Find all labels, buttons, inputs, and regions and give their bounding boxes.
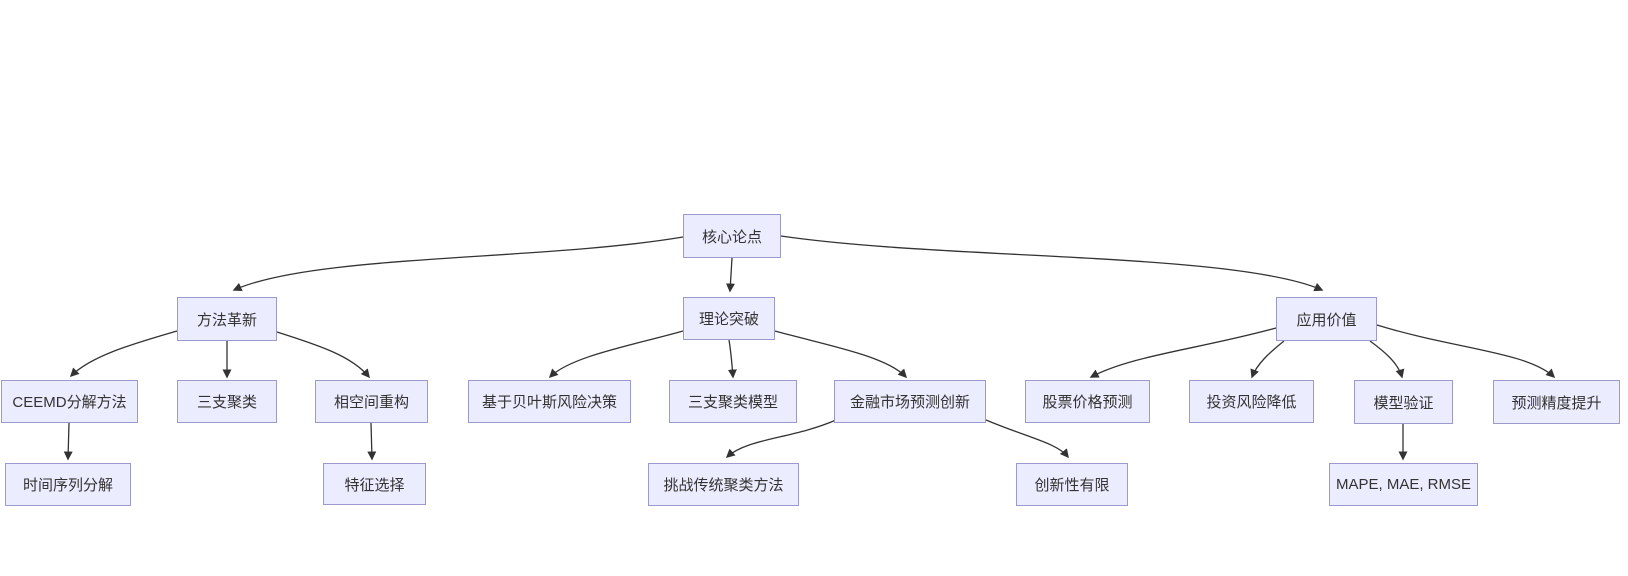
node-three-way-clustering-model: 三支聚类模型: [669, 380, 797, 423]
node-evaluation-metrics: MAPE, MAE, RMSE: [1329, 463, 1478, 506]
node-ceemd-decomposition: CEEMD分解方法: [1, 380, 138, 423]
node-bayes-risk-decision: 基于贝叶斯风险决策: [468, 380, 631, 423]
edge-ceemd-to-timeseries: [63, 422, 73, 461]
node-feature-selection: 特征选择: [323, 463, 426, 505]
edge-phase-to-feature: [367, 422, 377, 461]
node-time-series-decomposition: 时间序列分解: [5, 463, 131, 506]
node-three-way-clustering: 三支聚类: [177, 380, 277, 423]
edge-core-to-method: [232, 236, 684, 292]
edge-value-to-validation: [1369, 340, 1405, 379]
edge-core-to-value: [780, 235, 1324, 292]
node-theory-breakthrough: 理论突破: [683, 297, 775, 340]
node-stock-price-prediction: 股票价格预测: [1025, 380, 1150, 423]
edge-theory-to-finance: [774, 330, 908, 379]
edge-theory-to-model: [727, 339, 737, 379]
edge-value-to-precision: [1376, 324, 1556, 379]
edge-theory-to-bayes: [548, 330, 684, 379]
node-financial-forecast-innovation: 金融市场预测创新: [834, 380, 986, 423]
edge-method-to-phase: [276, 331, 370, 379]
edge-value-to-risk: [1250, 340, 1285, 379]
node-limited-novelty: 创新性有限: [1016, 463, 1128, 506]
node-investment-risk-reduction: 投资风险降低: [1189, 380, 1314, 423]
edge-core-to-theory: [725, 257, 735, 293]
edge-value-to-stock: [1089, 327, 1277, 378]
node-core-thesis: 核心论点: [683, 214, 781, 258]
node-application-value: 应用价值: [1276, 297, 1377, 341]
edge-finance-to-novelty: [985, 419, 1069, 459]
node-challenge-traditional-clustering: 挑战传统聚类方法: [648, 463, 799, 506]
node-method-innovation: 方法革新: [177, 297, 277, 341]
node-phase-space-reconstruction: 相空间重构: [315, 380, 428, 423]
edge-method-to-ceemd: [69, 330, 178, 378]
node-model-validation: 模型验证: [1354, 380, 1453, 424]
edge-finance-to-challenge: [725, 419, 837, 459]
node-forecast-precision-improvement: 预测精度提升: [1493, 380, 1620, 424]
